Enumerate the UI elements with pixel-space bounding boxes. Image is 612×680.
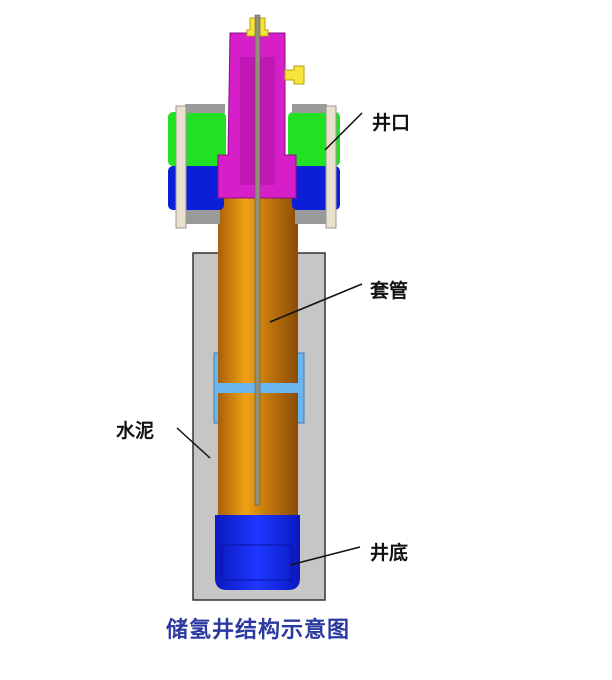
leader-lines	[176, 112, 363, 566]
wellhead-flange	[168, 104, 340, 229]
well-bottom-plug	[215, 515, 300, 590]
side-fitting	[284, 65, 305, 85]
label-wellhead: 井口	[372, 112, 411, 134]
label-cement: 水泥	[116, 420, 155, 442]
label-well-bottom: 井底	[370, 542, 409, 564]
center-rod	[254, 14, 261, 506]
diagram-title: 储氢井结构示意图	[165, 618, 350, 643]
label-casing: 套管	[370, 280, 409, 302]
